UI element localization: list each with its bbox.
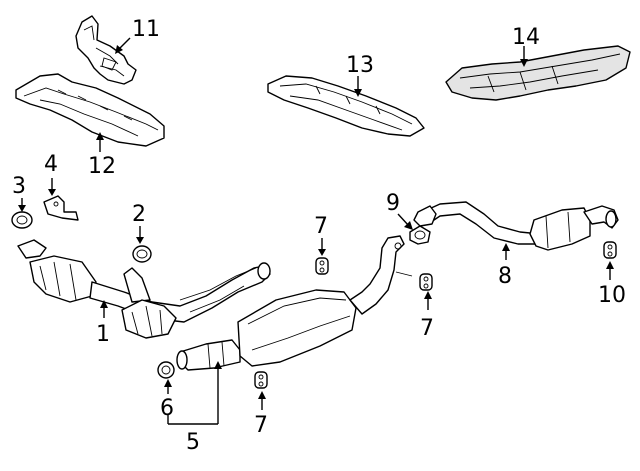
callout-5-bracket: 5	[167, 361, 222, 455]
callout-7c: 7	[254, 391, 268, 438]
callout-label-14: 14	[512, 25, 540, 50]
part-7-hanger-b	[419, 273, 433, 291]
callout-14: 14	[512, 25, 540, 67]
callout-7a: 7	[314, 214, 328, 256]
callout-label-8: 8	[498, 264, 512, 289]
callout-label-3: 3	[12, 174, 26, 199]
part-4-bracket	[43, 195, 79, 221]
part-9-flange-gasket	[409, 225, 431, 245]
callout-4: 4	[44, 152, 58, 196]
callout-label-4: 4	[44, 152, 58, 177]
callout-label-5: 5	[186, 430, 200, 455]
callout-1: 1	[96, 300, 110, 347]
part-10-rear-hanger	[603, 241, 617, 259]
callout-label-7b: 7	[420, 316, 434, 341]
part-1-catalytic-converter-pipe	[17, 239, 271, 339]
callout-7b: 7	[420, 291, 434, 341]
callout-10: 10	[598, 261, 626, 308]
part-11-heat-shield-bracket	[75, 15, 137, 85]
callout-label-2: 2	[132, 202, 146, 227]
callout-3: 3	[12, 174, 26, 212]
callout-13: 13	[346, 53, 374, 97]
callout-label-13: 13	[346, 53, 374, 78]
part-2-gasket	[132, 245, 152, 263]
callout-6: 6	[160, 379, 174, 421]
callout-12: 12	[88, 132, 116, 179]
part-7-hanger-a	[315, 257, 329, 275]
part-6-clamp	[157, 361, 175, 379]
part-7-hanger-c	[254, 371, 268, 389]
part-5-muffler-pipe	[176, 235, 413, 371]
callout-label-7a: 7	[314, 214, 328, 239]
callout-label-10: 10	[598, 283, 626, 308]
part-13-center-shield	[267, 75, 425, 137]
callout-2: 2	[132, 202, 146, 244]
callout-8: 8	[498, 243, 512, 289]
callout-label-6: 6	[160, 396, 174, 421]
part-8-rear-pipe-resonator	[413, 201, 619, 251]
part-14-rear-heat-shield	[445, 45, 631, 101]
callout-9: 9	[386, 191, 413, 230]
callout-label-11: 11	[132, 17, 160, 42]
part-3-gasket	[11, 211, 33, 229]
callout-label-7c: 7	[254, 413, 268, 438]
callout-label-1: 1	[96, 322, 110, 347]
callout-label-12: 12	[88, 154, 116, 179]
callout-11: 11	[115, 17, 160, 54]
callout-label-9: 9	[386, 191, 400, 216]
part-12-underbody-shield	[15, 73, 165, 147]
